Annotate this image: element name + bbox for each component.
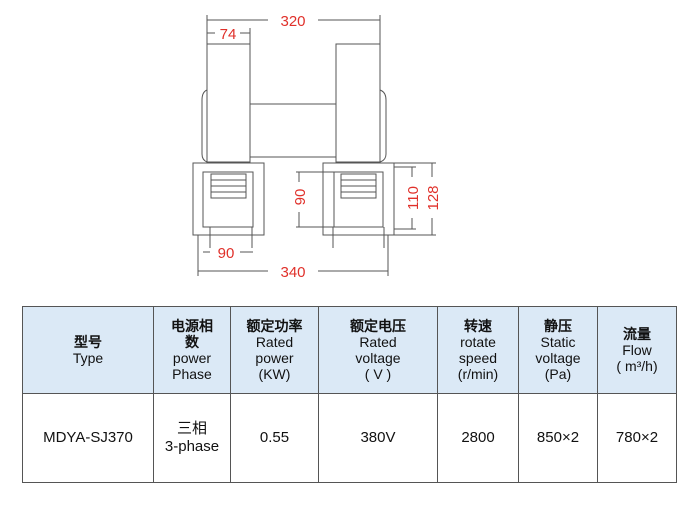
dim-base-width: 340 <box>280 264 305 281</box>
left-base-plate <box>192 162 265 236</box>
dim-overall-width: 320 <box>280 13 305 30</box>
cell-flow: 780×2 <box>597 393 677 483</box>
shaft-housing <box>249 103 337 158</box>
dim-outlet-width: 90 <box>218 245 235 262</box>
right-blower-bulge <box>379 89 387 163</box>
cell-type: MDYA-SJ370 <box>22 393 154 483</box>
dimension-drawing: 320 74 90 110 128 90 340 <box>192 13 442 281</box>
cell-static-pressure: 850×2 <box>518 393 598 483</box>
cell-voltage: 380V <box>318 393 438 483</box>
right-base-plate <box>322 162 395 236</box>
cell-power: 0.55 <box>230 393 319 483</box>
left-blower-bulge <box>201 89 208 163</box>
cell-speed: 2800 <box>437 393 519 483</box>
left-outlet-panel <box>202 171 254 228</box>
dim-outlet-height: 90 <box>292 189 309 206</box>
dim-blower-width: 74 <box>220 26 237 43</box>
left-blower-body <box>206 43 251 163</box>
right-blower-body <box>335 43 381 163</box>
right-outlet-panel <box>333 171 384 228</box>
dim-base-height: 128 <box>425 185 442 210</box>
dim-base-inner-height: 110 <box>405 186 422 210</box>
